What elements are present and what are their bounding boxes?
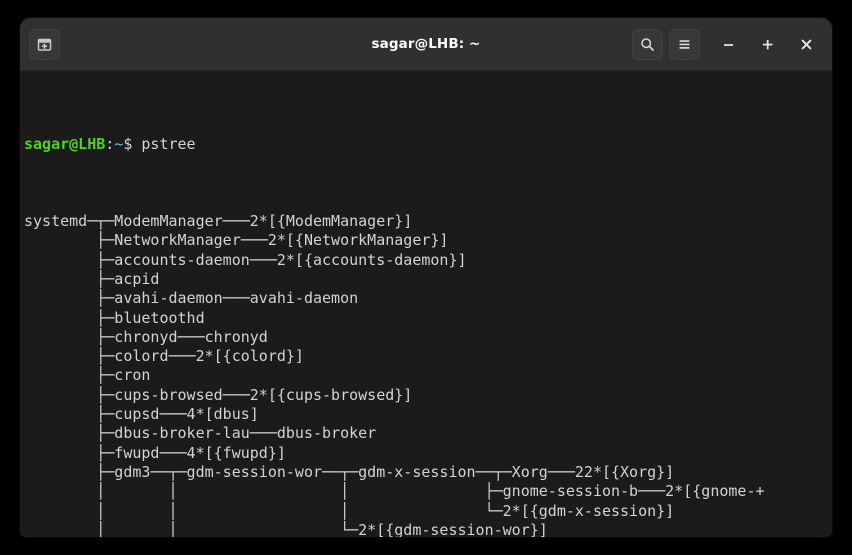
prompt-dollar: $ [123,134,133,153]
terminal-screen[interactable]: sagar@LHB:~$ pstree systemd─┬─ModemManag… [20,71,832,537]
pstree-output: systemd─┬─ModemManager───2*[{ModemManage… [24,212,832,537]
hamburger-menu-icon [679,39,690,49]
terminal-line: ├─bluetoothd [24,308,205,327]
minimize-button[interactable] [712,28,745,61]
terminal-line: ├─fwupd───4*[{fwupd}] [24,443,286,462]
terminal-line: ├─dbus-broker-lau───dbus-broker [24,424,377,443]
prompt-path: ~ [114,134,124,153]
terminal-line: │ │ │ └─2*[{gdm-x-session}] [24,501,675,520]
terminal-line: ├─cups-browsed───2*[{cups-browsed}] [24,385,413,404]
new-tab-button[interactable] [29,28,60,60]
prompt-line: sagar@LHB:~$ pstree [24,135,832,154]
terminal-line: │ │ └─2*[{gdm-session-wor}] [24,520,548,537]
terminal-line: ├─chronyd───chronyd [24,327,268,346]
minimize-icon [724,43,733,46]
new-tab-icon [37,38,52,51]
titlebar-right-actions [632,28,823,61]
prompt-command: pstree [132,134,196,153]
titlebar-left-actions [29,28,60,60]
terminal-line: ├─gdm3──┬─gdm-session-wor──┬─gdm-x-sessi… [24,462,675,481]
close-icon [801,39,812,49]
terminal-window: sagar@LHB: ~ [20,18,832,537]
terminal-line: ├─avahi-daemon───avahi-daemon [24,289,359,308]
search-button[interactable] [632,28,663,60]
prompt-user-host: sagar@LHB [24,134,106,153]
terminal-line: ├─NetworkManager───2*[{NetworkManager}] [24,231,449,250]
terminal-line: ├─cron [24,366,151,385]
titlebar: sagar@LHB: ~ [20,18,832,71]
terminal-text: sagar@LHB:~$ pstree systemd─┬─ModemManag… [24,77,832,537]
terminal-line: │ │ │ ├─gnome-session-b───2*[{gnome-+ [24,482,765,501]
plus-icon [763,39,773,49]
search-icon [641,37,654,51]
maximize-button[interactable] [751,28,784,61]
terminal-line: systemd─┬─ModemManager───2*[{ModemManage… [24,212,413,231]
terminal-line: ├─colord───2*[{colord}] [24,347,304,366]
terminal-line: ├─acpid [24,269,160,288]
terminal-line: ├─cupsd───4*[dbus] [24,405,259,424]
close-button[interactable] [790,28,823,61]
menu-button[interactable] [669,28,700,60]
terminal-line: ├─accounts-daemon───2*[{accounts-daemon}… [24,250,467,269]
prompt-colon: : [105,134,115,153]
